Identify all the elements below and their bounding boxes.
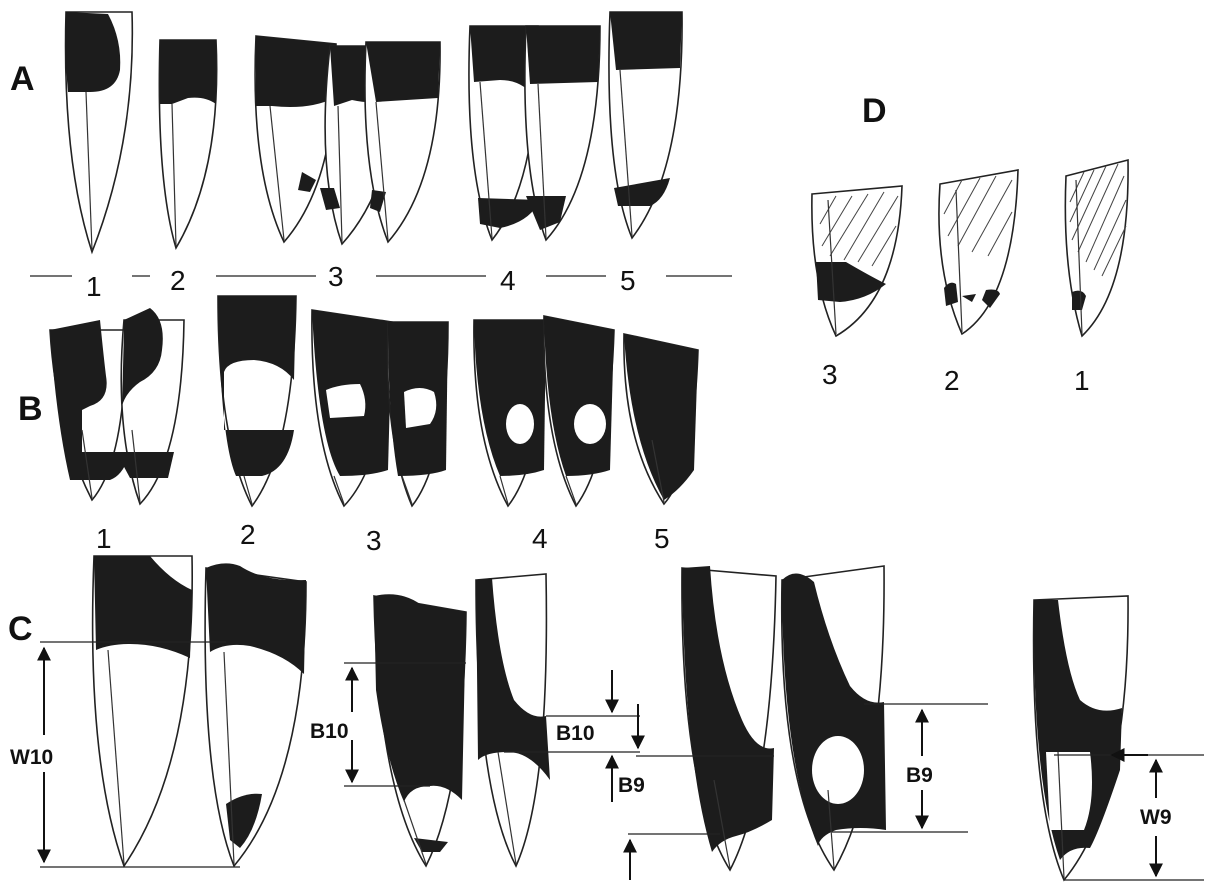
label-b2: 2 — [240, 519, 256, 550]
feather-c2-left — [374, 594, 466, 866]
label-b9-small: B9 — [618, 774, 645, 797]
feather-a4-right — [525, 26, 600, 240]
label-w10: W10 — [10, 746, 53, 769]
feather-b3-right — [388, 322, 449, 506]
label-b1: 1 — [96, 523, 112, 554]
panel-a: A — [10, 12, 732, 302]
feather-c1-left — [93, 556, 193, 866]
feather-a3-right — [365, 42, 440, 242]
label-b4: 4 — [532, 523, 548, 554]
panel-c: C W10 — [8, 556, 1204, 880]
feather-b4-right — [544, 316, 614, 506]
label-b9-large: B9 — [906, 764, 933, 787]
label-d2: 2 — [944, 365, 960, 396]
feather-a2 — [159, 40, 216, 248]
feather-b5 — [624, 334, 698, 504]
feather-a3-left — [255, 36, 336, 242]
feather-b1-right — [116, 308, 184, 504]
panel-letter-b: B — [18, 390, 43, 428]
feather-b3-left — [312, 310, 392, 506]
feather-a5 — [609, 12, 682, 238]
feather-d1 — [1065, 160, 1128, 336]
feather-d3 — [812, 186, 902, 336]
label-a5: 5 — [620, 265, 636, 296]
feather-d2 — [939, 170, 1018, 334]
feather-b1-left — [50, 320, 130, 500]
panel-d: D — [812, 92, 1128, 396]
label-b10-left: B10 — [310, 720, 349, 743]
panel-letter-d: D — [862, 92, 887, 130]
label-a2: 2 — [170, 265, 186, 296]
feather-c1-right — [205, 563, 306, 866]
label-d3: 3 — [822, 359, 838, 390]
label-b5: 5 — [654, 523, 670, 554]
panel-b: B — [18, 296, 698, 556]
label-a3: 3 — [328, 261, 344, 292]
label-b3: 3 — [366, 525, 382, 556]
label-w9: W9 — [1140, 806, 1172, 829]
label-a4: 4 — [500, 265, 516, 296]
feather-c2-right — [476, 574, 550, 866]
label-b10-right: B10 — [556, 722, 595, 745]
panel-letter-c: C — [8, 610, 33, 648]
feather-c3-left — [682, 566, 776, 870]
feather-c4 — [1034, 596, 1128, 880]
feather-c3-right — [782, 566, 886, 870]
panel-letter-a: A — [10, 60, 35, 98]
feather-b2 — [218, 296, 296, 506]
label-a1: 1 — [86, 271, 102, 302]
label-d1: 1 — [1074, 365, 1090, 396]
feather-a1 — [65, 12, 132, 252]
feather-b4-left — [474, 320, 546, 506]
